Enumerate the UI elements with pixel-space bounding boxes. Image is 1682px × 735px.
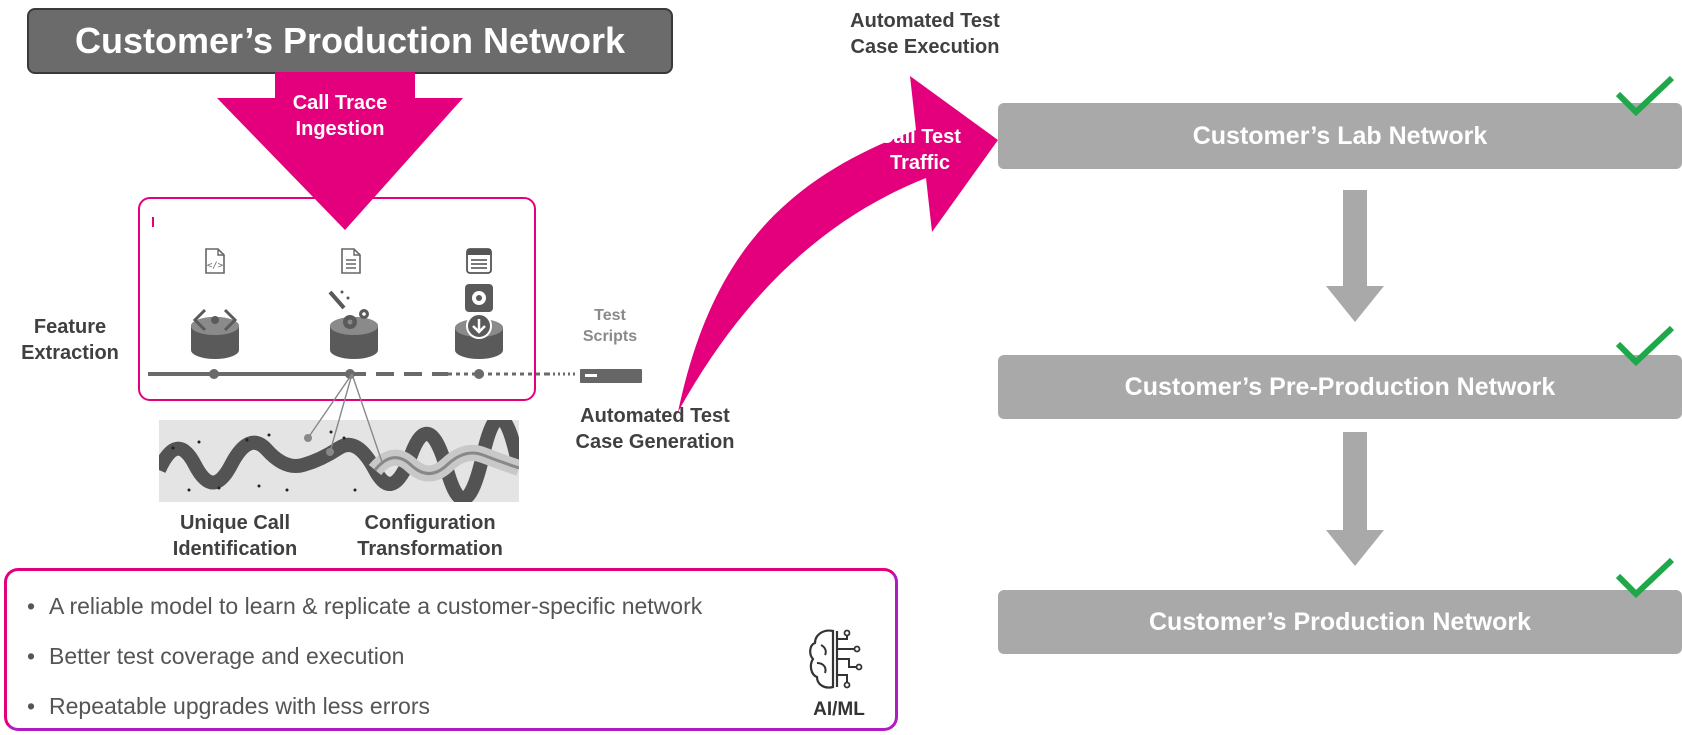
down-arrow-icon	[1326, 190, 1384, 322]
automated-test-case-generation-label: Automated Test Case Generation	[575, 405, 735, 453]
benefit-item: •Repeatable upgrades with less errors	[27, 692, 430, 719]
feature-extraction-label: Feature Extraction	[21, 316, 119, 364]
svg-text:</>: </>	[207, 261, 224, 271]
ai-ml-label: AI/ML	[813, 699, 865, 720]
automated-test-case-execution-label: Automated Test Case Execution	[850, 10, 1000, 58]
connector-lines	[304, 373, 383, 462]
down-arrow-icon	[1326, 432, 1384, 566]
pre-production-network-box: Customer’s Pre-Production Network	[998, 355, 1682, 419]
code-file-icon: </>	[205, 248, 225, 274]
feature-extraction-frame	[138, 197, 536, 401]
test-scripts-bar	[580, 369, 642, 383]
database-icon	[191, 308, 239, 359]
call-trace-ingestion-label: Call Trace Ingestion	[292, 92, 388, 140]
database-gear-icon	[328, 290, 378, 359]
list-icon	[466, 248, 492, 274]
production-network-title: Customer’s Production Network	[27, 8, 673, 74]
frame-marker	[152, 217, 154, 227]
configuration-transformation-label: Configuration Transformation	[357, 512, 503, 560]
call-pattern-chart	[159, 420, 519, 502]
benefit-item: •A reliable model to learn & replicate a…	[27, 592, 703, 619]
benefits-list: •A reliable model to learn & replicate a…	[27, 581, 702, 731]
unique-call-identification-label: Unique Call Identification	[172, 512, 298, 560]
benefit-item: •Better test coverage and execution	[27, 642, 405, 669]
test-scripts-label: Test Scripts	[582, 307, 638, 345]
call-trace-ingestion-arrow	[217, 72, 463, 230]
document-icon	[341, 248, 361, 274]
call-test-traffic-label: Call Test Traffic	[879, 126, 961, 174]
call-test-traffic-arrow	[678, 76, 998, 412]
checkmark-icon	[1615, 557, 1675, 598]
checkmark-icon	[1615, 325, 1675, 366]
checkmark-icon	[1615, 75, 1675, 116]
brain-circuit-icon	[809, 629, 863, 689]
production-network-box: Customer’s Production Network	[998, 590, 1682, 654]
database-download-icon	[455, 284, 503, 359]
lab-network-box: Customer’s Lab Network	[998, 103, 1682, 169]
benefits-box: •A reliable model to learn & replicate a…	[4, 568, 898, 731]
